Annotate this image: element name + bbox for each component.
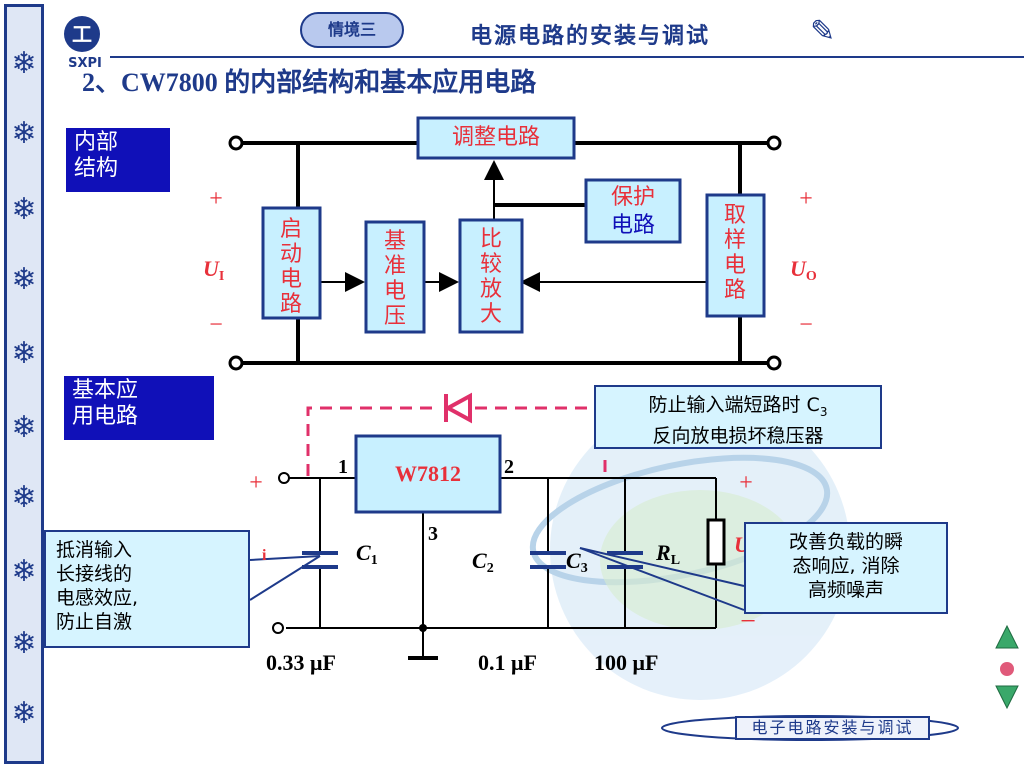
- sampling-char-4: 路: [724, 277, 746, 302]
- internal-label-line2: 结构: [74, 156, 119, 181]
- scenario-badge: 情境三: [300, 12, 404, 48]
- compare-char-2: 较: [480, 251, 502, 276]
- input-callout-line: 抵消输入: [56, 539, 133, 561]
- diode-callout-line2: 反向放电损坏稳压器: [652, 424, 824, 447]
- reference-char-2: 准: [384, 253, 406, 278]
- adjust-block-text: 调整电路: [452, 124, 540, 149]
- output-callout-line: 改善负载的瞬: [788, 531, 903, 553]
- snowflake-icon: ❄: [11, 46, 37, 81]
- diode-callout-line1: 防止输入端短路时 C3: [648, 394, 828, 419]
- snowflake-icon: ❄: [11, 116, 37, 151]
- app-out-plus: +: [739, 470, 753, 496]
- output-terminal-top: [766, 135, 782, 151]
- snowflake-icon: ❄: [11, 554, 37, 589]
- application-label-line2: 用电路: [72, 404, 139, 429]
- compare-char-1: 比: [480, 226, 502, 251]
- input-callout-line: 防止自激: [56, 611, 133, 633]
- rl-label: RL: [655, 540, 680, 568]
- compare-amplifier-block: [458, 218, 524, 334]
- logo-text: SXPI: [68, 56, 102, 71]
- adjust-circuit-block: [416, 116, 576, 160]
- diode-icon: [443, 392, 472, 424]
- c2-label: C2: [472, 548, 494, 576]
- sampling-char-1: 取: [724, 202, 746, 227]
- app-in-plus: +: [249, 470, 263, 496]
- sampling-char-2: 样: [724, 227, 746, 252]
- triangle-up-icon[interactable]: [994, 624, 1020, 650]
- input-terminal-top: [228, 135, 244, 151]
- home-dot-icon[interactable]: [998, 660, 1016, 678]
- app-ui-partial: i: [262, 547, 267, 564]
- snowflake-icon: ❄: [11, 336, 37, 371]
- app-input-terminal-top: [278, 472, 290, 484]
- ui-minus: −: [209, 312, 223, 338]
- diode-protection-path: [306, 406, 607, 476]
- section-title: 2、CW7800 的内部结构和基本应用电路: [82, 68, 537, 97]
- pin2-label: 2: [504, 456, 514, 478]
- snowflake-icon: ❄: [11, 262, 37, 297]
- header-divider: [110, 56, 1024, 58]
- c1-value: 0.33 μF: [266, 650, 336, 675]
- triangle-down-icon[interactable]: [994, 684, 1020, 710]
- input-terminal-bottom: [228, 355, 244, 371]
- sampling-circuit-block: [705, 193, 766, 318]
- c2-value: 0.1 μF: [478, 650, 537, 675]
- sampling-char-3: 电: [724, 252, 746, 277]
- pin1-label: 1: [338, 456, 348, 478]
- logo-icon: 工: [64, 16, 100, 52]
- startup-char-4: 路: [280, 291, 302, 316]
- input-callout-line: 长接线的: [56, 563, 133, 585]
- diode-callout: 防止输入端短路时 C3 反向放电损坏稳压器: [594, 385, 882, 449]
- left-sidebar: ❄ ❄ ❄ ❄ ❄ ❄ ❄ ❄ ❄ ❄: [4, 4, 44, 764]
- startup-circuit-block: [261, 206, 322, 320]
- c3-value: 100 μF: [594, 650, 658, 675]
- output-callout-line: 态响应, 消除: [792, 555, 900, 577]
- uo-minus: −: [799, 312, 813, 338]
- snowflake-icon: ❄: [11, 696, 37, 731]
- reference-char-3: 电: [384, 278, 406, 303]
- output-capacitor-callout: 改善负载的瞬 态响应, 消除 高频噪声: [744, 522, 948, 614]
- application-circuit-label: 基本应 用电路: [64, 376, 214, 440]
- snowflake-icon: ❄: [11, 410, 37, 445]
- internal-structure-label: 内部 结构: [66, 128, 170, 192]
- snowflake-icon: ❄: [11, 480, 37, 515]
- uo-plus: +: [799, 186, 813, 212]
- uo-label: UO: [790, 256, 817, 284]
- w7812-chip: [354, 434, 502, 514]
- application-label-line1: 基本应: [72, 378, 139, 403]
- startup-char-2: 动: [280, 241, 302, 266]
- protect-block-text-2: 电路: [611, 212, 655, 237]
- compare-char-4: 大: [480, 301, 502, 326]
- internal-label-line1: 内部: [74, 130, 119, 155]
- header-title: 电源电路的安装与调试: [470, 24, 711, 49]
- input-capacitor-callout: 抵消输入 长接线的 电感效应, 防止自激: [44, 530, 250, 648]
- c3-label: C3: [566, 548, 588, 576]
- ui-label: UI: [203, 256, 224, 284]
- chip-label: W7812: [395, 461, 461, 486]
- pin3-label: 3: [428, 523, 438, 545]
- reference-char-4: 压: [384, 303, 406, 328]
- c1-label: C1: [356, 540, 378, 568]
- ground-junction: [419, 624, 427, 632]
- input-callout-line: 电感效应,: [56, 587, 139, 609]
- footer-course-label: 电子电路安装与调试: [735, 716, 930, 740]
- protect-circuit-block: [584, 178, 682, 244]
- protect-block-text-1: 保护: [611, 184, 655, 209]
- output-terminal-bottom: [766, 355, 782, 371]
- output-callout-line: 高频噪声: [807, 579, 884, 601]
- load-resistor: [706, 518, 726, 566]
- app-input-terminal-bottom: [272, 622, 284, 634]
- compare-char-3: 放: [480, 276, 502, 301]
- ui-plus: +: [209, 186, 223, 212]
- startup-char-1: 启: [280, 216, 302, 241]
- reference-char-1: 基: [384, 228, 406, 253]
- snowflake-icon: ❄: [11, 626, 37, 661]
- startup-char-3: 电: [280, 266, 302, 291]
- reference-voltage-block: [364, 220, 426, 334]
- pencil-icon: ✎: [810, 14, 836, 49]
- snowflake-icon: ❄: [11, 192, 37, 227]
